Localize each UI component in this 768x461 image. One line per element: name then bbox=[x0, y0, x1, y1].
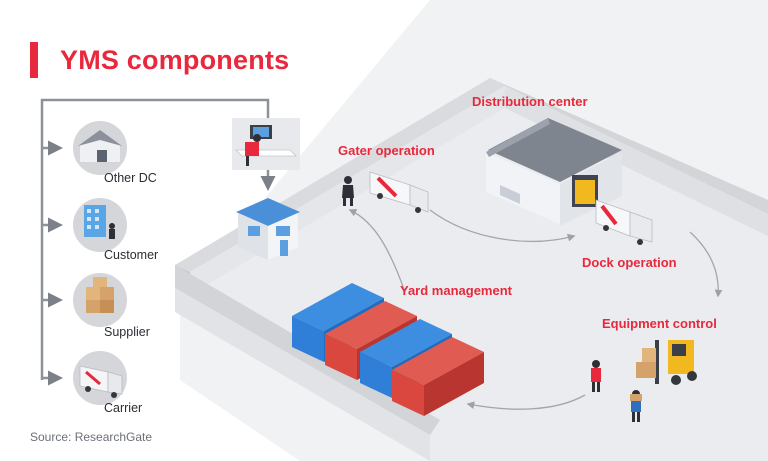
page-title: YMS components bbox=[60, 45, 290, 75]
source-connector-lines bbox=[40, 98, 276, 386]
supplier-label: Supplier bbox=[104, 325, 150, 339]
gatehouse-icon bbox=[236, 198, 300, 260]
source-note: Source: ResearchGate bbox=[30, 430, 153, 444]
gater-truck-icon bbox=[369, 171, 429, 213]
distribution-center-warehouse bbox=[486, 118, 622, 226]
forklift-icon bbox=[636, 340, 697, 385]
flow-arrows bbox=[348, 209, 723, 410]
gater-operation-label: Gater operation bbox=[338, 143, 435, 158]
warehouse-icon bbox=[78, 130, 122, 162]
operator-desk-icon bbox=[232, 118, 300, 170]
supplier-circle bbox=[73, 273, 127, 327]
shipping-container-icon bbox=[292, 283, 484, 416]
dock-operation-label: Dock operation bbox=[582, 255, 677, 270]
carrier-label: Carrier bbox=[104, 401, 143, 415]
distribution-center-label: Distribution center bbox=[472, 94, 588, 109]
dock-truck-icon bbox=[595, 199, 653, 245]
customer-circle bbox=[73, 198, 127, 252]
boxes-icon bbox=[86, 277, 114, 313]
title-accent-bar bbox=[30, 42, 38, 78]
carrier-circle bbox=[73, 351, 127, 405]
customer-label: Customer bbox=[104, 248, 159, 262]
truck-icon bbox=[79, 365, 123, 398]
other-dc-label: Other DC bbox=[104, 171, 157, 185]
other-dc-circle bbox=[73, 121, 127, 175]
equipment-control-label: Equipment control bbox=[602, 316, 717, 331]
office-building-icon bbox=[84, 205, 115, 239]
yard-management-label: Yard management bbox=[400, 283, 512, 298]
gater-person-icon bbox=[342, 176, 354, 206]
worker-icon bbox=[591, 360, 642, 422]
